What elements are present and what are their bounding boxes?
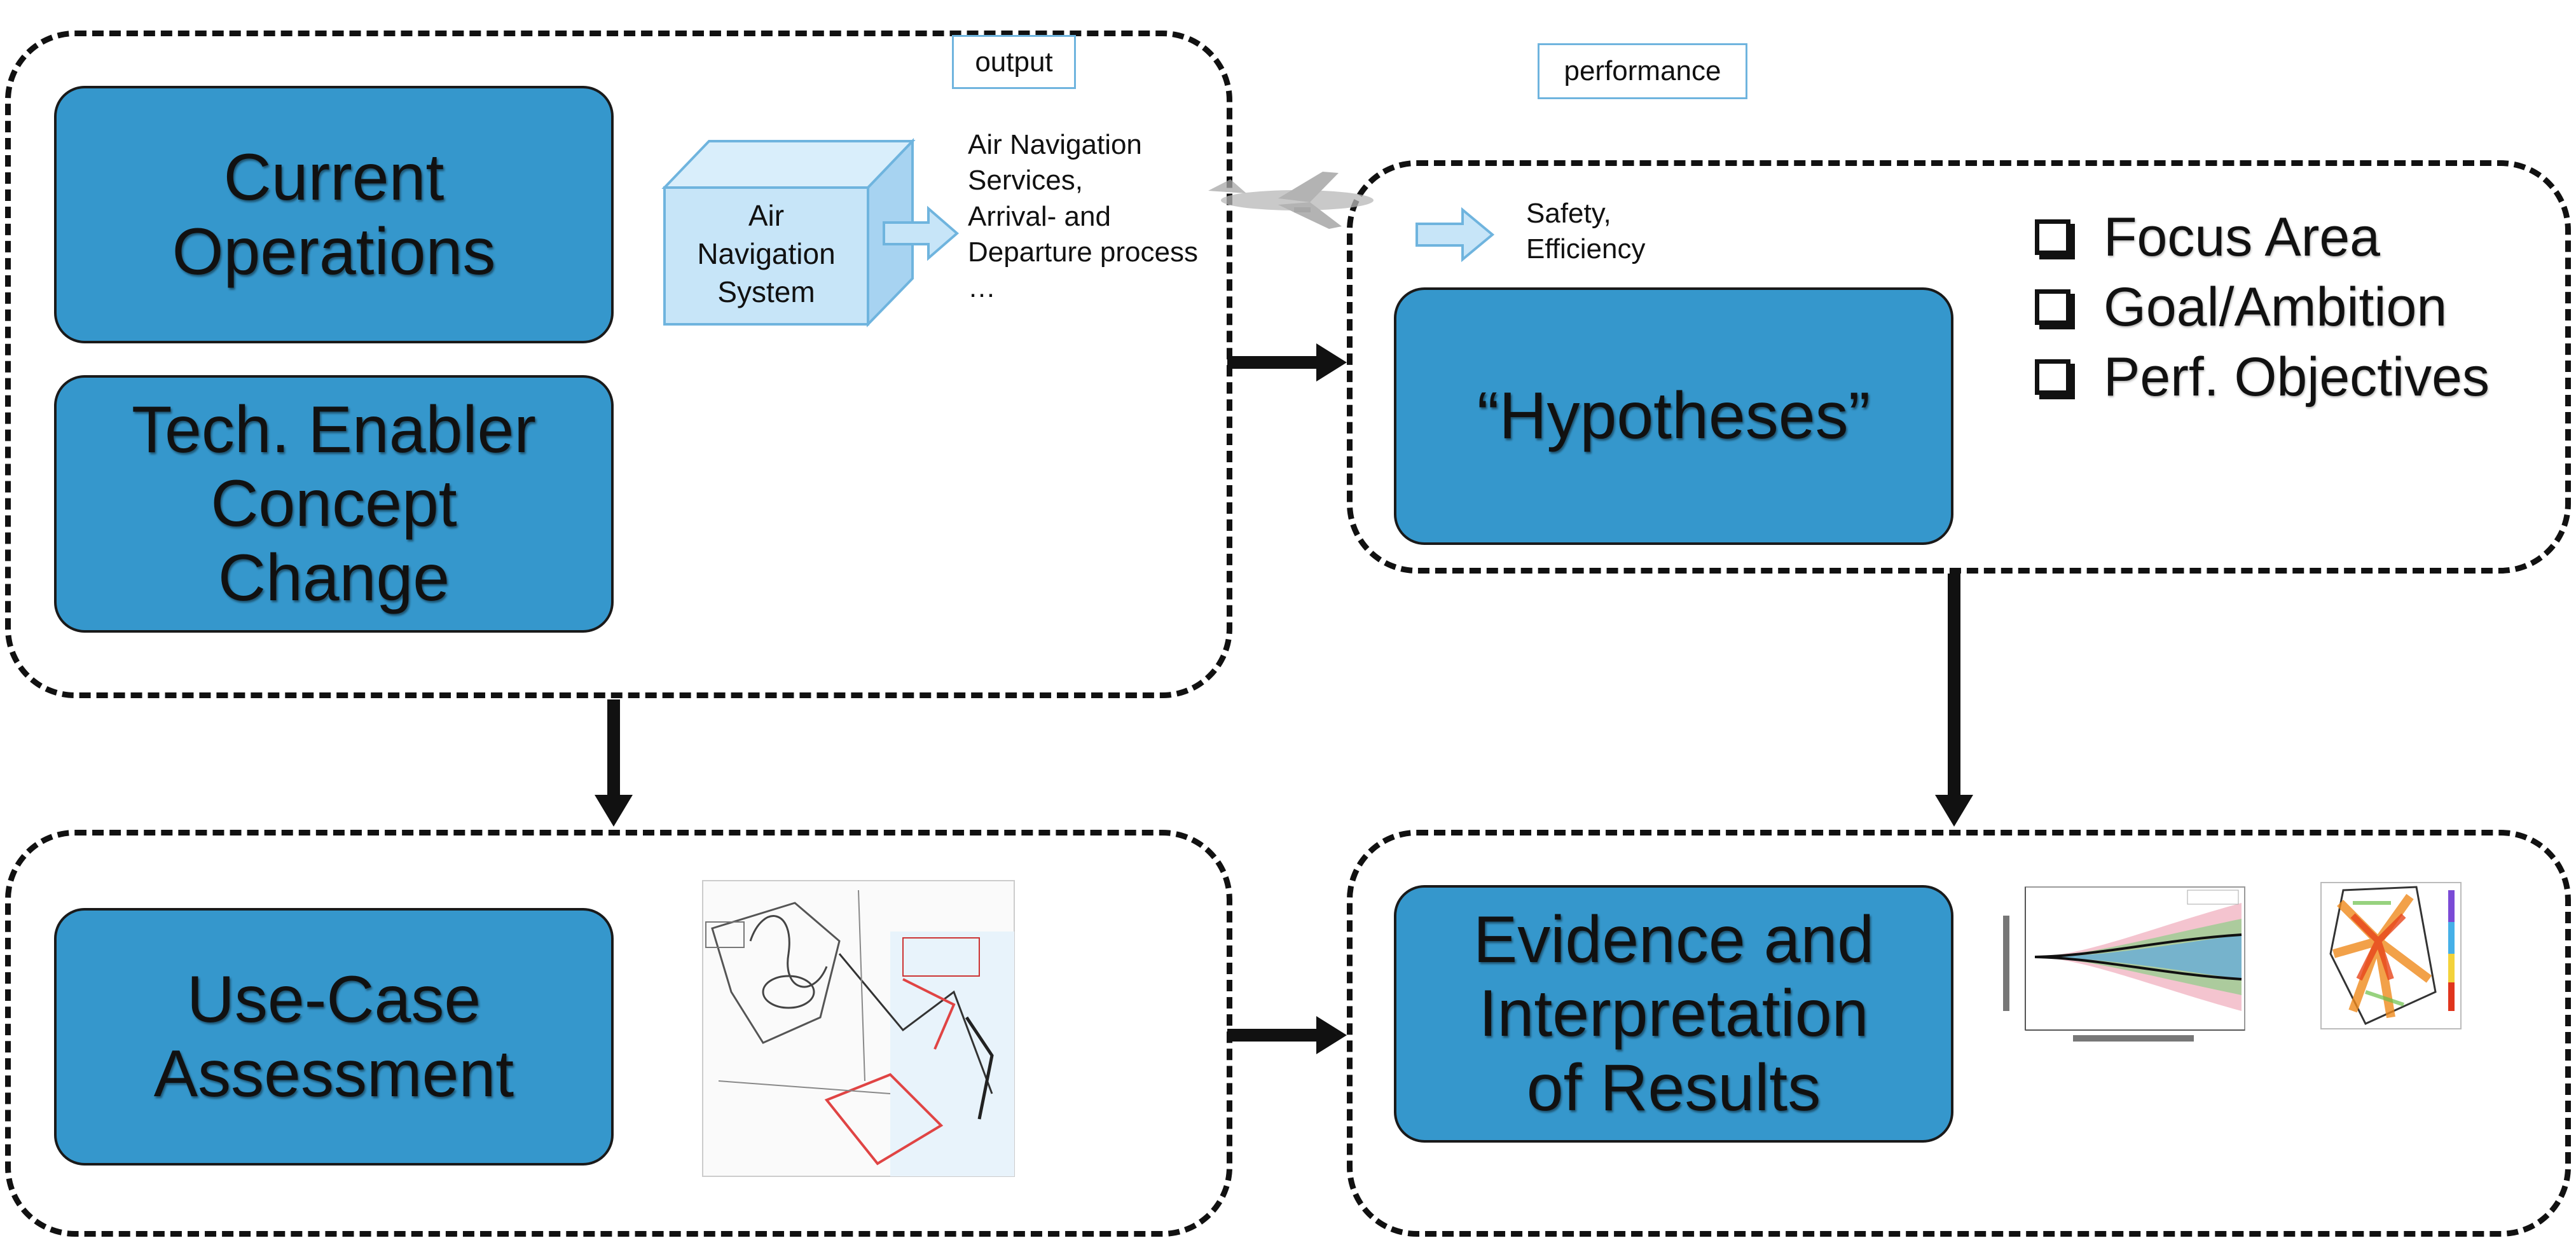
checklist-item: Goal/Ambition bbox=[2035, 272, 2490, 342]
checklist: Focus Area Goal/Ambition Perf. Objective… bbox=[2035, 202, 2490, 412]
checklist-item: Focus Area bbox=[2035, 202, 2490, 272]
connector-arrow bbox=[595, 699, 633, 827]
connector-arrow bbox=[1935, 574, 1973, 827]
checkbox-icon bbox=[2035, 219, 2070, 256]
approach-chart-thumbnail bbox=[702, 880, 1015, 1177]
performance-tag: performance bbox=[1538, 43, 1747, 99]
evidence-results-box: Evidence and Interpretation of Results bbox=[1394, 885, 1953, 1143]
spacing-deviation-plot-thumbnail bbox=[2003, 886, 2245, 1042]
connector-arrow bbox=[1227, 1016, 1347, 1054]
group-evidence bbox=[1347, 830, 2571, 1237]
checkbox-icon bbox=[2035, 289, 2070, 326]
airplane-icon bbox=[1208, 172, 1374, 229]
use-case-assessment-box: Use-Case Assessment bbox=[54, 908, 614, 1166]
tech-enabler-box: Tech. Enabler Concept Change bbox=[54, 375, 614, 633]
safety-efficiency-text: Safety, Efficiency bbox=[1526, 198, 1646, 265]
current-operations-box: Current Operations bbox=[54, 86, 614, 343]
services-text: Air Navigation Services, Arrival- and De… bbox=[968, 129, 1198, 304]
block-arrow-icon bbox=[1415, 207, 1495, 263]
hypotheses-box: “Hypotheses” bbox=[1394, 287, 1953, 545]
output-tag: output bbox=[952, 35, 1076, 89]
checklist-item: Perf. Objectives bbox=[2035, 342, 2490, 412]
connector-arrow bbox=[1227, 343, 1347, 382]
trajectory-heatmap-thumbnail bbox=[2320, 882, 2462, 1029]
group-hypotheses bbox=[1347, 160, 2571, 574]
checkbox-icon bbox=[2035, 359, 2070, 395]
block-arrow-icon bbox=[883, 205, 960, 261]
cube-label: Air Navigation System bbox=[697, 199, 836, 308]
